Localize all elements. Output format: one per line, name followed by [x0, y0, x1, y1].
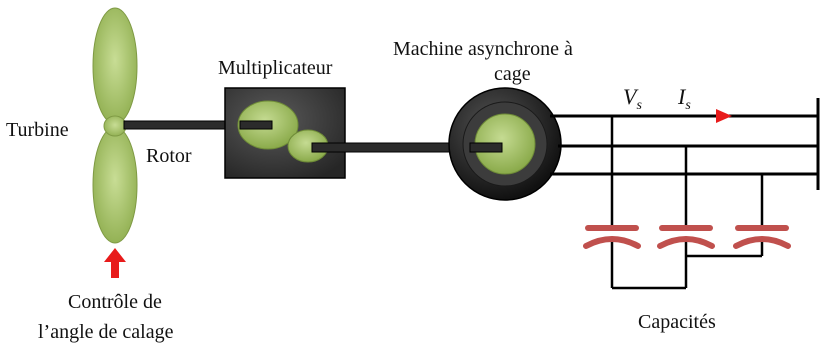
bus-lines [550, 98, 820, 190]
cap1-bottom-plate [583, 236, 641, 249]
capacitor-bank [610, 116, 764, 290]
rotor-shaft-inner [239, 120, 273, 130]
capacitor-plates [583, 225, 791, 249]
lower-blade [92, 126, 138, 244]
pitch-control-label-line1: Contrôle de [68, 291, 162, 313]
rotor-label: Rotor [146, 145, 192, 167]
turbine-label: Turbine [6, 119, 69, 141]
pitch-arrow-icon [104, 248, 126, 278]
machine-label-line2: cage [494, 63, 531, 85]
hub [103, 115, 127, 137]
current-symbol: Is [677, 84, 691, 113]
async-machine [448, 87, 562, 201]
machine-label-line1: Machine asynchrone à [393, 38, 573, 60]
upper-blade [92, 7, 138, 125]
gearbox-label: Multiplicateur [218, 57, 333, 79]
shaft-end [469, 142, 503, 153]
pitch-control-label-line2: l’angle de calage [38, 321, 174, 343]
capacitors-label: Capacités [638, 311, 716, 333]
turbine-blades [92, 7, 138, 244]
gearbox [224, 87, 346, 179]
voltage-symbol: Vs [623, 84, 642, 113]
cap2-bottom-plate [657, 236, 715, 249]
current-arrow-icon [716, 109, 732, 123]
cap3-bottom-plate [733, 236, 791, 249]
